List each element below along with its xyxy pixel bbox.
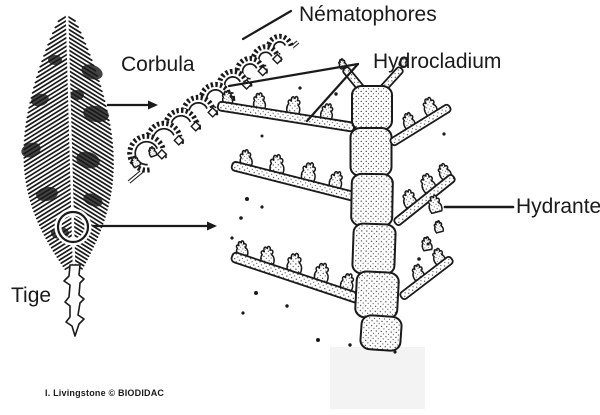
- hydrocladium-detail-illustration: [216, 55, 456, 354]
- label-tige: Tige: [11, 284, 52, 307]
- paper-shade: [330, 347, 425, 409]
- label-hydrocladium: Hydrocladium: [373, 50, 502, 73]
- corbula-illustration: [127, 33, 300, 184]
- colony-feather-illustration: [21, 12, 114, 337]
- label-hydrante: Hydrante: [516, 195, 600, 218]
- label-nematophores: Nématophores: [299, 3, 437, 26]
- credit-text: I. Livingstone © BIODIDAC: [45, 388, 165, 398]
- label-pointer-lines: [227, 9, 515, 209]
- label-corbula: Corbula: [121, 53, 195, 76]
- magnification-arrows: [93, 100, 217, 231]
